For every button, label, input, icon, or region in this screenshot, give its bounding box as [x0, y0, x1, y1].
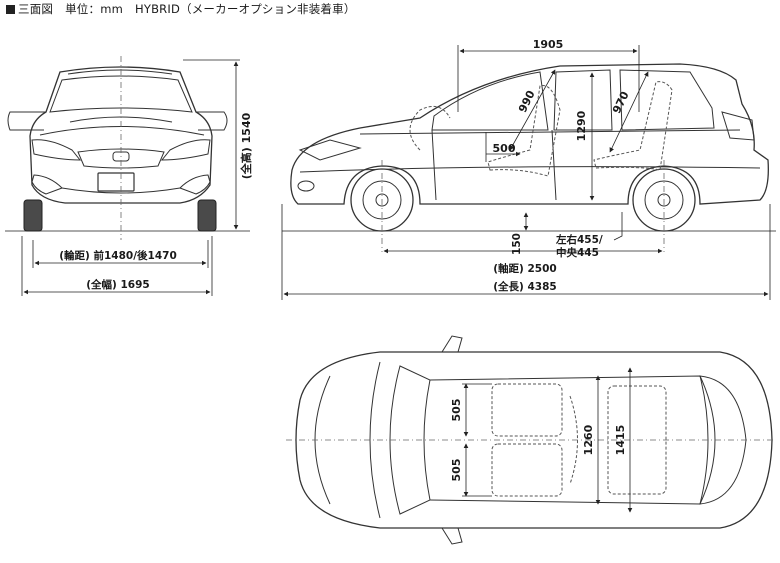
overall-length-label: (全長) 4385: [493, 280, 556, 293]
front-view: [5, 56, 250, 240]
cabin-length-label: 1905: [533, 38, 564, 51]
overall-width-label: (全幅) 1695: [86, 278, 149, 291]
front-seat-width-label: 505: [450, 399, 463, 422]
ground-clearance-label: 150: [511, 233, 523, 255]
title-unit: 単位：mm: [65, 2, 124, 16]
front-view-dimensions: [21, 59, 240, 296]
seat-height-label: 500: [493, 142, 516, 155]
track-label: (輪距) 前1480/後1470: [59, 249, 177, 262]
front-interior-width-label: 1260: [582, 424, 595, 455]
square-bullet-icon: [6, 4, 15, 14]
overall-height-label: (全高) 1540: [239, 112, 253, 179]
top-view-dimensions: [462, 367, 633, 513]
rear-seat-width-label: 505: [450, 459, 463, 482]
top-view: [286, 335, 776, 545]
rear-headroom-label: 970: [610, 89, 632, 116]
step-height-label-2: 中央445: [556, 246, 599, 259]
wheelbase-label: (軸距) 2500: [493, 262, 556, 275]
diagram-title: 三面図 単位：mm HYBRID（メーカーオプション非装着車）: [6, 1, 356, 17]
step-height-label-1: 左右455/: [555, 233, 603, 246]
rear-interior-width-label: 1415: [614, 425, 627, 456]
title-prefix: 三面図: [18, 2, 54, 16]
side-view-dimensions: [281, 45, 771, 300]
interior-height-label: 1290: [575, 110, 588, 141]
front-headroom-label: 990: [516, 88, 538, 115]
title-model: HYBRID（メーカーオプション非装着車）: [135, 2, 356, 16]
